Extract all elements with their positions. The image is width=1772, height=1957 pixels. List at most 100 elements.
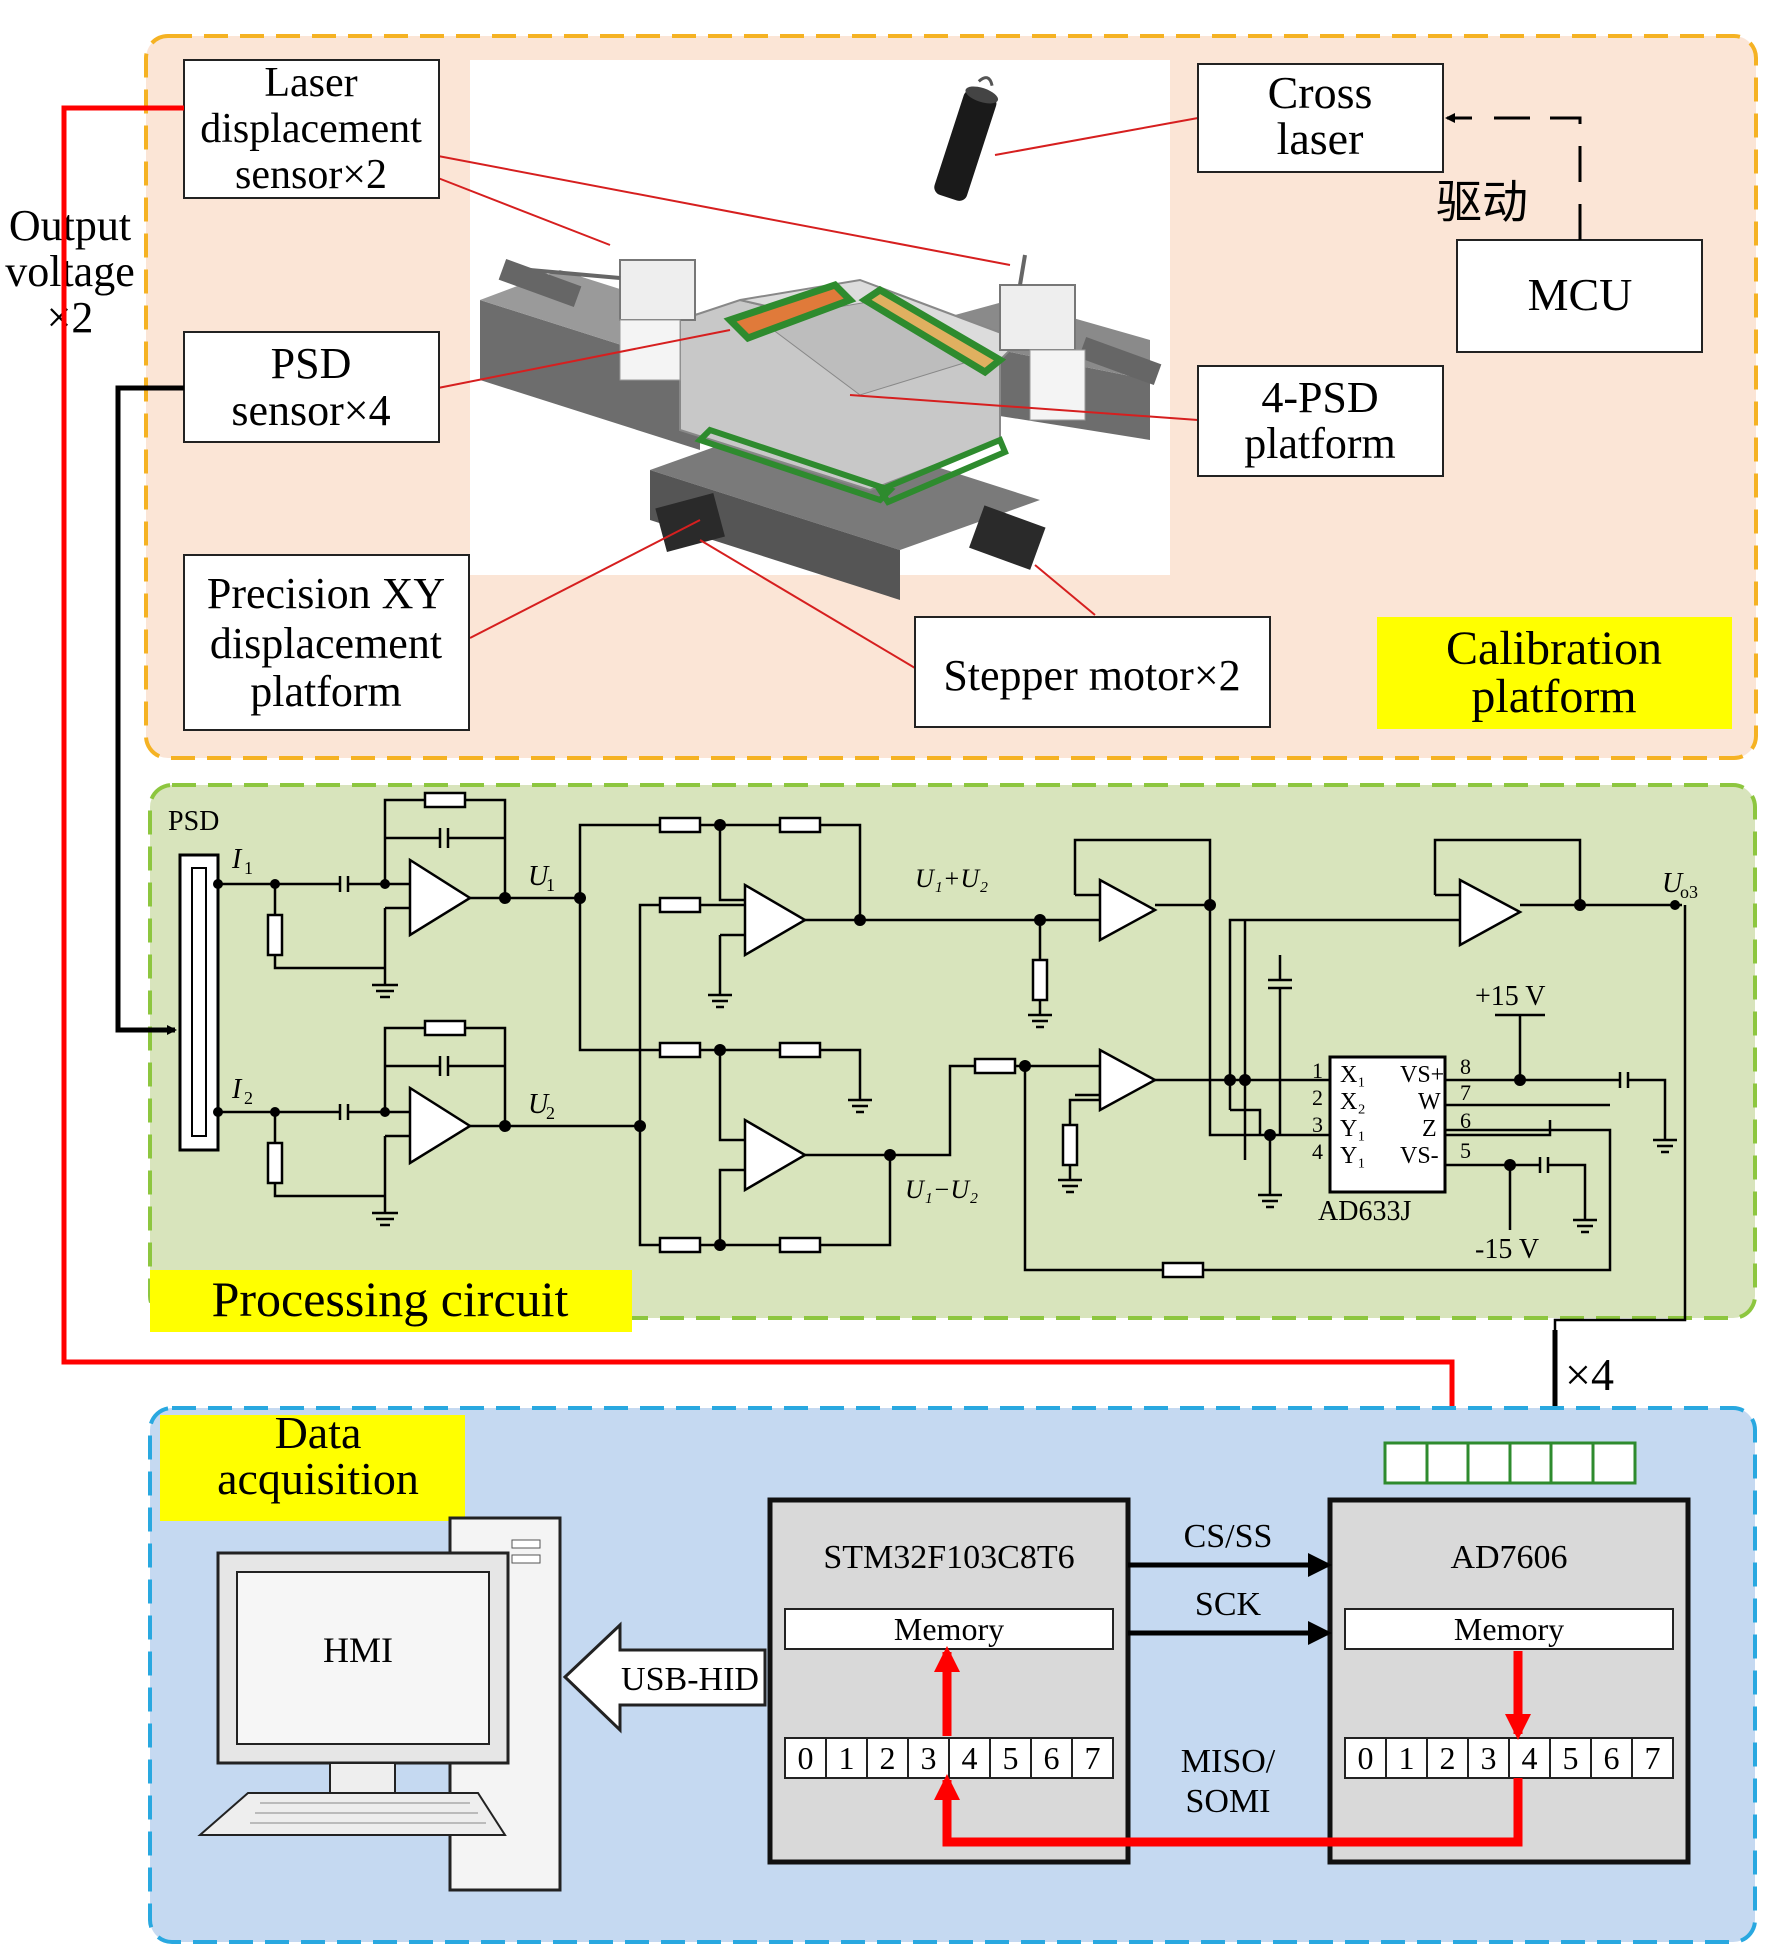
pin-right-7-num: 7 (1460, 1080, 1471, 1105)
ad7606-cell-3: 3 (1481, 1740, 1497, 1776)
pin-left-3: Y₁ (1340, 1116, 1366, 1142)
psd-label: PSD (168, 806, 219, 837)
xy-platform-line3: platform (250, 667, 402, 716)
psd-sensor-line2: sensor×4 (231, 386, 390, 435)
stm32-cell-6: 6 (1044, 1740, 1060, 1776)
leader-lines (437, 117, 1199, 669)
i2-sub: 2 (244, 1088, 253, 1108)
circuit-title-text: Processing circuit (212, 1271, 569, 1327)
cross-laser-line1: Cross (1268, 67, 1373, 118)
pin-left-3-num: 3 (1312, 1112, 1323, 1137)
daq-title-line1: Data (275, 1407, 362, 1458)
pin-right-6-num: 6 (1460, 1108, 1471, 1133)
ad7606-label: AD7606 (1450, 1539, 1567, 1576)
cross-laser-label: Cross laser (1197, 63, 1444, 173)
stepper-motor-label: Stepper motor×2 (914, 616, 1271, 728)
pin-left-4-num: 4 (1312, 1139, 1323, 1164)
pin-right-5-num: 5 (1460, 1138, 1471, 1163)
circuit-title: Processing circuit (150, 1270, 632, 1332)
minus15-label: -15 V (1475, 1234, 1539, 1265)
stm32-memory: Memory (894, 1611, 1004, 1647)
stm32-cell-2: 2 (880, 1740, 896, 1776)
data-acquisition-section: Data acquisition HMI USB-HID (148, 1406, 1757, 1944)
sck-label: SCK (1195, 1586, 1262, 1623)
ad7606-cell-1: 1 (1399, 1740, 1415, 1776)
u1-sub: 1 (546, 875, 555, 895)
daq-title: Data acquisition (160, 1407, 465, 1521)
calibration-title-line1: Calibration (1446, 622, 1662, 675)
hmi-computer: HMI (197, 1516, 562, 1892)
i1-label: I (231, 844, 243, 875)
pin-right-6: Z (1422, 1116, 1437, 1142)
sum-label: U₁+U₂ (915, 864, 988, 893)
calibration-platform-section: Laser displacement sensor×2 PSD sensor×4… (144, 34, 1758, 760)
ad7606-cell-2: 2 (1440, 1740, 1456, 1776)
u1-label: U (528, 861, 550, 892)
stm32-label: STM32F103C8T6 (823, 1539, 1074, 1576)
pin-left-2-num: 2 (1312, 1085, 1323, 1110)
output-voltage-line1: Output (9, 201, 131, 250)
psd-signal-line (115, 385, 184, 1035)
diff-label: U₁−U₂ (905, 1175, 978, 1204)
stm32-cell-4: 4 (962, 1740, 978, 1776)
mcu-block: MCU (1456, 239, 1703, 353)
ad7606-memory: Memory (1454, 1611, 1564, 1647)
stm32-cell-3: 3 (921, 1740, 937, 1776)
xy-platform-label: Precision XY displacement platform (183, 554, 470, 731)
psd-sensor-line1: PSD (271, 339, 352, 388)
miso-line2: SOMI (1185, 1783, 1270, 1820)
pin-left-4: Y₁ (1340, 1143, 1366, 1169)
pin-right-8: VS+ (1400, 1062, 1444, 1088)
psd-platform-line1: 4-PSD (1261, 373, 1378, 422)
ad7606-cell-0: 0 (1358, 1740, 1374, 1776)
output-voltage-label: Output voltage ×2 (0, 200, 142, 342)
cs-label: CS/SS (1184, 1518, 1273, 1555)
laser-sensor-label: Laser displacement sensor×2 (183, 59, 440, 199)
connector-strip (1383, 1441, 1637, 1485)
laser-sensor-line1: Laser (264, 60, 357, 106)
calibration-title-line2: platform (1471, 670, 1636, 723)
stm32-cell-7: 7 (1085, 1740, 1101, 1776)
ad7606-cell-6: 6 (1604, 1740, 1620, 1776)
output-voltage-line2: voltage (5, 247, 135, 296)
xy-platform-line2: displacement (210, 619, 442, 668)
ad7606-cell-4: 4 (1522, 1740, 1538, 1776)
ad633-label: AD633J (1318, 1196, 1411, 1227)
pin-right-8-num: 8 (1460, 1054, 1471, 1079)
pin-left-1: X₁ (1340, 1062, 1366, 1088)
ad633-pins: 1 2 3 4 X₁ X₂ Y₁ Y₁ VS+ W Z VS- 8 7 6 5 (1312, 1054, 1471, 1169)
stm32-cell-1: 1 (839, 1740, 855, 1776)
ad7606-cell-5: 5 (1563, 1740, 1579, 1776)
hmi-label: HMI (323, 1630, 393, 1670)
laser-sensor-line3: sensor×2 (235, 152, 387, 198)
daq-title-line2: acquisition (217, 1453, 419, 1504)
platform-illustration (470, 60, 1170, 600)
output-voltage-line3: ×2 (47, 293, 94, 342)
calibration-title: Calibration platform (1377, 617, 1732, 729)
drive-label: 驱动 (1436, 176, 1528, 228)
stm32-cell-5: 5 (1003, 1740, 1019, 1776)
voltage-signal-line (61, 105, 1458, 1443)
pin-left-2: X₂ (1340, 1089, 1366, 1115)
psd-sensor-label: PSD sensor×4 (183, 331, 440, 443)
psd-platform-label: 4-PSD platform (1197, 365, 1444, 477)
laser-sensor-line2: displacement (200, 106, 422, 152)
mcu-label: MCU (1528, 269, 1633, 320)
circuit-nodes (213, 819, 1680, 1251)
ad7606-cell-7: 7 (1645, 1740, 1661, 1776)
usb-hid-arrow: USB-HID (562, 1621, 767, 1734)
uo3-sub: o3 (1680, 882, 1698, 902)
times4-label: ×4 (1565, 1349, 1614, 1400)
stm32-cell-0: 0 (798, 1740, 814, 1776)
uo3-label: U (1662, 868, 1684, 899)
i2-label: I (231, 1074, 243, 1105)
pin-left-1-num: 1 (1312, 1058, 1323, 1083)
miso-line1: MISO/ (1181, 1743, 1276, 1780)
miso-data-arrow (934, 1774, 1523, 1847)
processing-circuit-section: PSD I 1 I 2 U 1 U 2 U₁+U₂ U₁−U₂ U o3 +15… (148, 783, 1757, 1332)
